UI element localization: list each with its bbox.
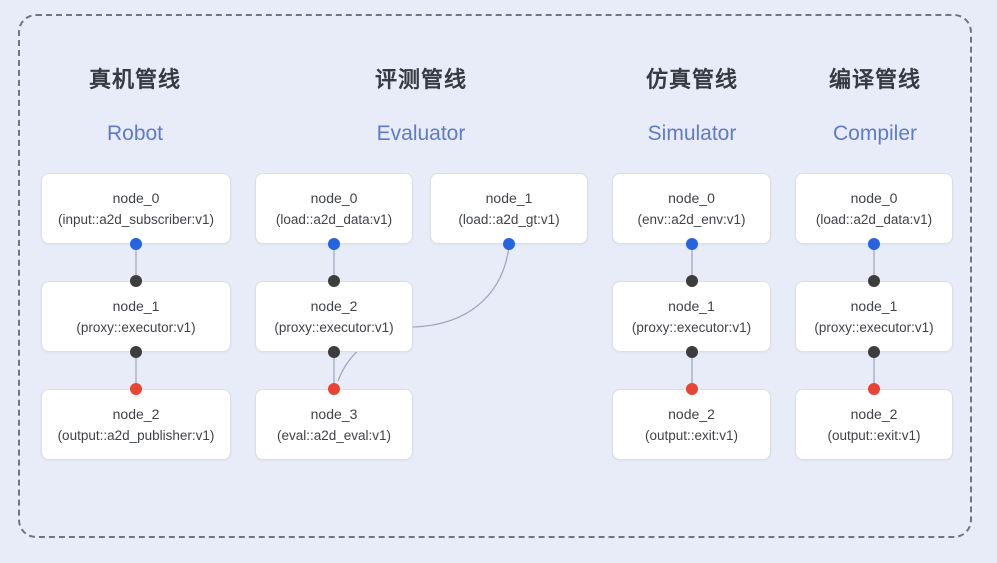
node-type: (eval::a2d_eval:v1) bbox=[276, 427, 392, 443]
pipeline-title-en-robot: Robot bbox=[106, 122, 164, 145]
node-type: (output::a2d_publisher:v1) bbox=[57, 427, 215, 443]
input-port-dot-red bbox=[130, 383, 142, 395]
node-type: (output::exit:v1) bbox=[827, 427, 921, 443]
output-port-dot-black bbox=[130, 346, 142, 358]
node-type: (proxy::executor:v1) bbox=[631, 319, 752, 335]
node-box-simulator-node2: node_2 (output::exit:v1) bbox=[612, 389, 771, 460]
output-port-dot-black bbox=[868, 346, 880, 358]
node-box-compiler-node0: node_0 (load::a2d_data:v1) bbox=[795, 173, 953, 244]
node-box-evaluator-node1: node_1 (load::a2d_gt:v1) bbox=[430, 173, 588, 244]
node-type: (proxy::executor:v1) bbox=[814, 319, 934, 335]
node-box-robot-node1: node_1 (proxy::executor:v1) bbox=[41, 281, 231, 352]
input-port-dot-black bbox=[686, 275, 698, 287]
node-name: node_0 bbox=[850, 189, 898, 206]
input-port-dot-black bbox=[328, 275, 340, 287]
node-name: node_3 bbox=[310, 405, 358, 422]
node-box-robot-node0: node_0 (input::a2d_subscriber:v1) bbox=[41, 173, 231, 244]
output-port-dot-blue bbox=[686, 238, 698, 250]
pipeline-title-en-simulator: Simulator bbox=[647, 122, 737, 145]
node-type: (load::a2d_data:v1) bbox=[815, 211, 933, 227]
node-type: (load::a2d_gt:v1) bbox=[458, 211, 560, 227]
node-name: node_2 bbox=[850, 405, 898, 422]
node-name: node_2 bbox=[112, 405, 160, 422]
node-box-simulator-node0: node_0 (env::a2d_env:v1) bbox=[612, 173, 771, 244]
output-port-dot-black bbox=[328, 346, 340, 358]
pipeline-title-zh-evaluator: 评测管线 bbox=[374, 67, 468, 92]
output-port-dot-blue bbox=[868, 238, 880, 250]
input-port-dot-black bbox=[130, 275, 142, 287]
input-port-dot-red bbox=[686, 383, 698, 395]
output-port-dot-blue bbox=[503, 238, 515, 250]
pipeline-title-en-evaluator: Evaluator bbox=[376, 122, 466, 145]
node-box-evaluator-node0: node_0 (load::a2d_data:v1) bbox=[255, 173, 413, 244]
node-name: node_2 bbox=[668, 405, 715, 422]
input-port-dot-red bbox=[328, 383, 340, 395]
node-name: node_0 bbox=[310, 189, 358, 206]
node-type: (proxy::executor:v1) bbox=[76, 319, 196, 335]
edge-gt-to-eval bbox=[337, 246, 510, 382]
node-type: (env::a2d_env:v1) bbox=[637, 211, 746, 227]
input-port-dot-black bbox=[868, 275, 880, 287]
node-name: node_2 bbox=[310, 297, 358, 314]
pipeline-title-en-compiler: Compiler bbox=[832, 122, 918, 145]
node-name: node_1 bbox=[850, 297, 898, 314]
output-port-dot-blue bbox=[130, 238, 142, 250]
node-box-robot-node2: node_2 (output::a2d_publisher:v1) bbox=[41, 389, 231, 460]
pipeline-title-zh-robot: 真机管线 bbox=[88, 67, 182, 92]
node-name: node_0 bbox=[668, 189, 715, 206]
output-port-dot-blue bbox=[328, 238, 340, 250]
pipeline-title-zh-compiler: 编译管线 bbox=[828, 67, 922, 92]
node-box-compiler-node2: node_2 (output::exit:v1) bbox=[795, 389, 953, 460]
node-name: node_0 bbox=[112, 189, 160, 206]
node-type: (proxy::executor:v1) bbox=[274, 319, 394, 335]
node-type: (input::a2d_subscriber:v1) bbox=[57, 211, 215, 227]
node-type: (output::exit:v1) bbox=[644, 427, 739, 443]
node-box-evaluator-node3: node_3 (eval::a2d_eval:v1) bbox=[255, 389, 413, 460]
dashed-boundary bbox=[18, 14, 972, 538]
node-box-compiler-node1: node_1 (proxy::executor:v1) bbox=[795, 281, 953, 352]
node-name: node_1 bbox=[112, 297, 160, 314]
node-name: node_1 bbox=[485, 189, 533, 206]
node-box-evaluator-node2: node_2 (proxy::executor:v1) bbox=[255, 281, 413, 352]
input-port-dot-red bbox=[868, 383, 880, 395]
node-box-simulator-node1: node_1 (proxy::executor:v1) bbox=[612, 281, 771, 352]
output-port-dot-black bbox=[686, 346, 698, 358]
pipeline-title-zh-simulator: 仿真管线 bbox=[645, 67, 739, 92]
node-name: node_1 bbox=[668, 297, 715, 314]
node-type: (load::a2d_data:v1) bbox=[275, 211, 393, 227]
